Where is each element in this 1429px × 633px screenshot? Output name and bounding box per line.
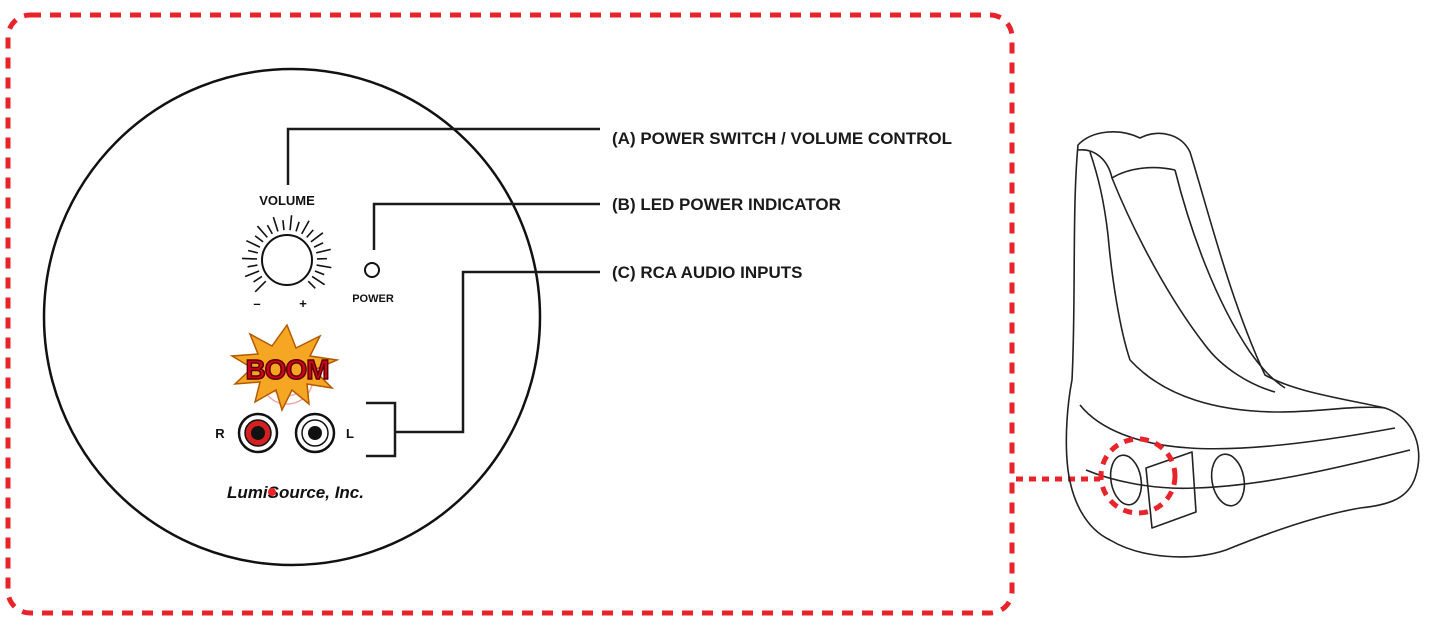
rca-jack-white-icon[interactable] bbox=[296, 414, 334, 452]
volume-plus-label: + bbox=[299, 296, 307, 311]
rca-left-label: L bbox=[346, 426, 354, 441]
callout-label-c: (C) RCA AUDIO INPUTS bbox=[612, 263, 802, 282]
volume-label: VOLUME bbox=[259, 193, 315, 208]
boom-logo-text: BOOM bbox=[245, 354, 328, 385]
chair-highlight-circle bbox=[1101, 439, 1175, 513]
rca-right-label: R bbox=[215, 426, 225, 441]
brand-text-part1: Lumi bbox=[227, 483, 269, 502]
volume-tick-mark bbox=[283, 220, 284, 230]
brand-text-part2: ource, Inc. bbox=[279, 483, 364, 502]
volume-tick-mark bbox=[242, 258, 257, 259]
power-label: POWER bbox=[352, 293, 394, 305]
led-indicator-icon bbox=[365, 263, 379, 277]
volume-minus-label: – bbox=[253, 296, 260, 311]
callout-label-a: (A) POWER SWITCH / VOLUME CONTROL bbox=[612, 129, 952, 148]
brand-red-dot bbox=[268, 488, 276, 496]
rca-jack-red-icon[interactable] bbox=[239, 414, 277, 452]
brand-text: LumiSource, Inc. bbox=[227, 483, 364, 502]
callout-label-b: (B) LED POWER INDICATOR bbox=[612, 195, 841, 214]
gaming-chair-illustration bbox=[1066, 132, 1418, 557]
